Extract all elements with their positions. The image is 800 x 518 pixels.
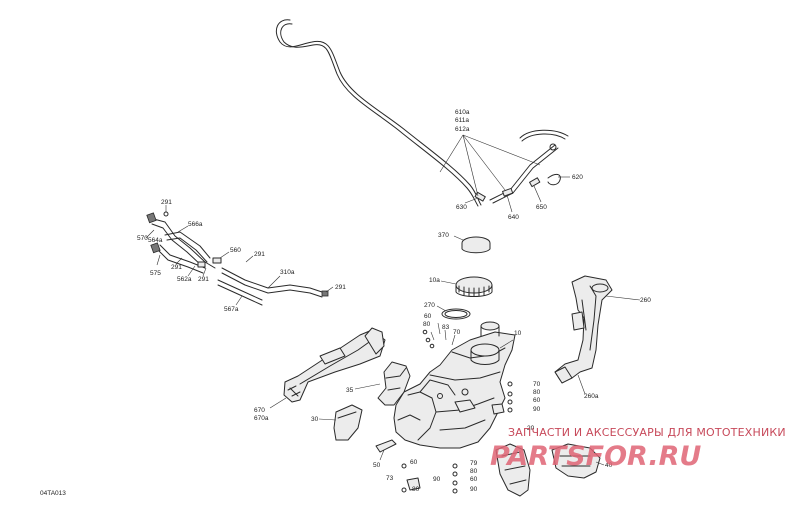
label-70: 70 — [453, 329, 461, 336]
vent-hose — [275, 19, 482, 207]
strap-50 — [375, 439, 397, 461]
label-260: 260 — [640, 297, 651, 304]
label-60: 60 — [533, 397, 541, 404]
label-60: 60 — [470, 476, 478, 483]
vent-fittings — [474, 129, 569, 204]
label-40: 40 — [605, 462, 613, 469]
label-80: 80 — [423, 321, 431, 328]
vent-leaders — [439, 134, 570, 213]
label-291: 291 — [335, 284, 346, 291]
label-575: 575 — [150, 270, 161, 277]
label-560: 560 — [230, 247, 241, 254]
label-620: 620 — [572, 174, 583, 181]
label-35: 35 — [346, 387, 354, 394]
label-83: 83 — [442, 324, 450, 331]
label-30: 30 — [311, 416, 319, 423]
label-611a: 611a — [455, 117, 469, 124]
label-562a: 562a — [177, 276, 192, 283]
label-10: 10 — [514, 330, 522, 337]
label-50: 50 — [373, 462, 381, 469]
label-80: 80 — [412, 486, 420, 493]
fuel-tank — [393, 321, 516, 449]
label-670: 670 — [254, 407, 265, 414]
label-291: 291 — [171, 264, 182, 271]
label-80: 80 — [533, 389, 541, 396]
label-270: 270 — [424, 302, 435, 309]
label-291: 291 — [198, 276, 209, 283]
label-310a: 310a — [280, 269, 295, 276]
watermark-tagline: ЗАПЧАСТИ И АКСЕССУАРЫ ДЛЯ МОТОТЕХНИКИ — [508, 426, 786, 439]
label-73: 73 — [386, 475, 394, 482]
label-570: 570 — [137, 235, 148, 242]
label-566a: 566a — [188, 221, 203, 228]
watermark-logo: PARTSFOR.RU — [490, 441, 701, 472]
fuel-pump — [554, 275, 641, 395]
fuel-cap — [453, 235, 491, 254]
label-612a: 612a — [455, 126, 470, 133]
label-80: 80 — [470, 468, 478, 475]
label-10a: 10a — [429, 277, 440, 284]
shield-20 — [495, 443, 531, 497]
label-79: 79 — [470, 460, 478, 467]
diagram-code: 04TA013 — [40, 490, 66, 497]
label-60: 60 — [424, 313, 432, 320]
label-670a: 670a — [254, 415, 269, 422]
label-291: 291 — [254, 251, 265, 258]
label-370: 370 — [438, 232, 449, 239]
label-90: 90 — [433, 476, 441, 483]
shield-30 — [318, 404, 363, 441]
shield-40 — [551, 443, 605, 479]
label-70: 70 — [533, 381, 541, 388]
label-90: 90 — [470, 486, 478, 493]
label-650: 650 — [536, 204, 547, 211]
pump-ring — [436, 276, 493, 320]
label-60: 60 — [410, 459, 418, 466]
part-labels: 610a 611a 612a 620 630 640 650 370 291 5… — [137, 109, 651, 493]
left-hose-leaders — [145, 205, 334, 306]
label-640: 640 — [508, 214, 519, 221]
label-291: 291 — [161, 199, 172, 206]
left-hoses — [146, 211, 329, 306]
label-564a: 564a — [148, 237, 163, 244]
label-567a: 567a — [224, 306, 239, 313]
label-610a: 610a — [455, 109, 470, 116]
label-630: 630 — [456, 204, 467, 211]
bracket-670 — [269, 327, 386, 409]
heat-shield-35 — [354, 361, 411, 406]
label-20: 20 — [527, 425, 535, 432]
tank-fasteners — [401, 329, 513, 494]
label-260a: 260a — [584, 393, 599, 400]
label-90: 90 — [533, 406, 541, 413]
